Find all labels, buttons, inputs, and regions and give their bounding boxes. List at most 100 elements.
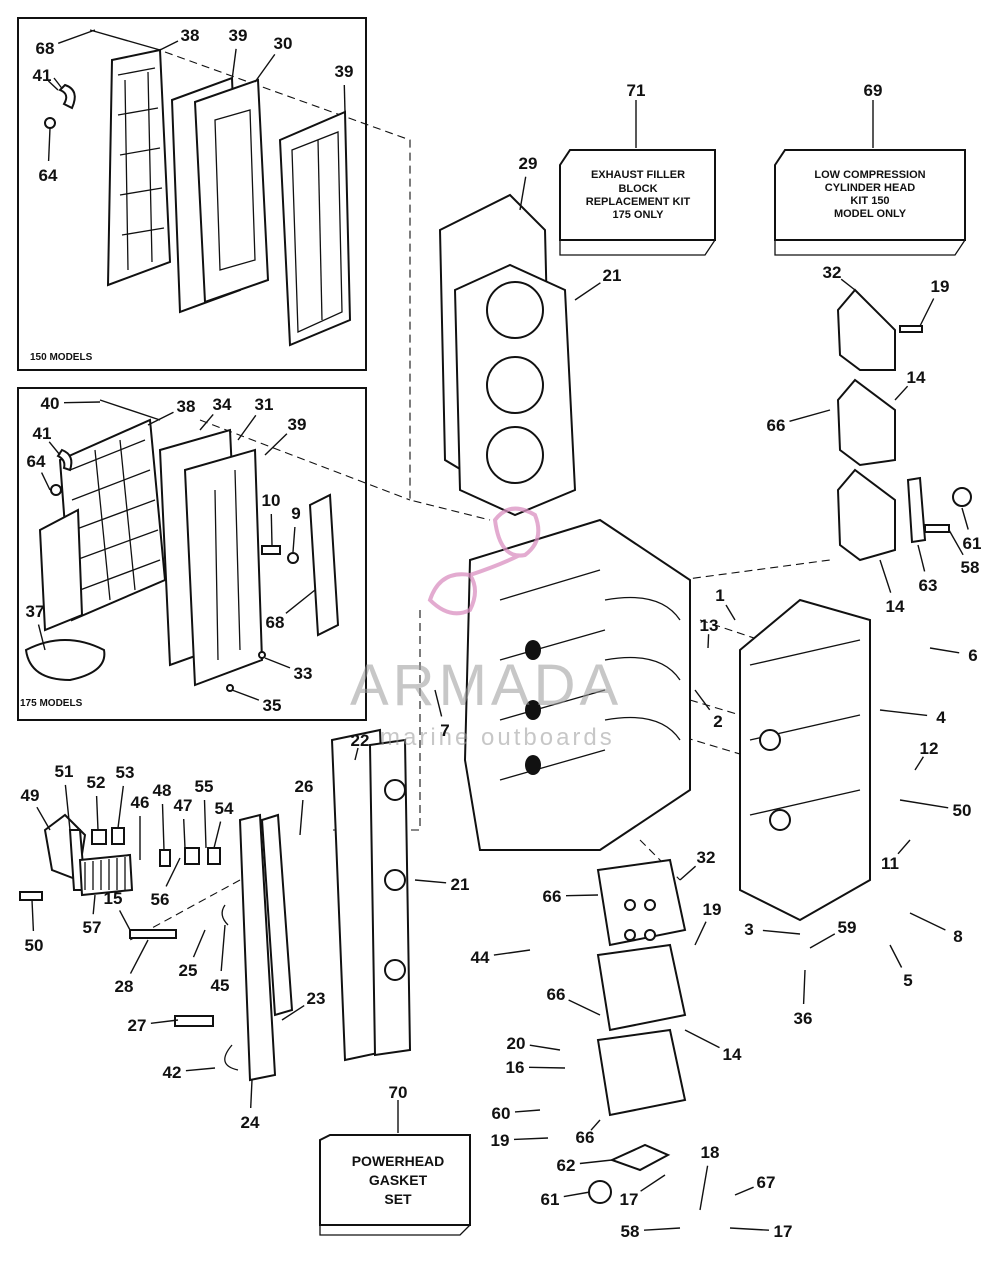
callout-number: 61 [541,1190,560,1209]
callout-number: 5 [903,971,912,990]
callout-number: 45 [211,976,230,995]
callout-number: 10 [262,491,281,510]
callout-leader [802,969,806,1005]
callout-leader [129,939,149,974]
callout-leader [694,689,711,711]
callout-leader [684,1029,720,1049]
callout-number: 51 [55,762,74,781]
callout-leader [92,894,96,915]
callout-number: 22 [351,731,370,750]
callout-number: 29 [519,154,538,173]
watermark-brand: ARMADA [350,653,622,718]
callout-leader [840,278,856,291]
callout-number: 15 [104,889,123,908]
callout-69: 69 [864,81,883,100]
callout-number: 34 [213,395,232,414]
callout-leader [789,409,831,422]
callout-number: 38 [177,397,196,416]
callout-number: 63 [919,576,938,595]
callout-leader [493,949,531,956]
reed-valve-group-bottom [588,858,687,1204]
callout-leader [914,756,924,771]
svg-text:SET: SET [384,1191,412,1207]
svg-text:POWERHEAD: POWERHEAD [352,1153,445,1169]
callout-number: 32 [823,263,842,282]
callout-number: 36 [794,1009,813,1028]
callout-leader [694,921,707,946]
callout-leader [729,1227,770,1231]
callout-number: 12 [920,739,939,758]
callout-leader [679,865,697,881]
callout-leader [565,894,599,897]
callout-number: 19 [931,277,950,296]
callout-number: 56 [151,890,170,909]
callout-number: 41 [33,424,52,443]
callout-number: 50 [953,801,972,820]
callout-leader [63,401,101,404]
svg-text:MODEL ONLY: MODEL ONLY [834,208,907,220]
thermostat-group [19,813,239,1071]
inset-150-label: 150 MODELS [30,352,93,363]
svg-text:GASKET: GASKET [369,1172,428,1188]
svg-text:175 ONLY: 175 ONLY [613,209,665,221]
callout-leader [264,657,291,669]
callout-leader [183,818,186,849]
callout-number: 6 [968,646,977,665]
callout-leader [707,634,710,649]
callout-leader [47,80,59,91]
callout-leader [117,785,124,829]
callout-leader [643,1227,681,1231]
callout-leader [528,1066,566,1069]
callout-leader [57,29,96,44]
callout-leader [579,1159,613,1165]
callout-leader [31,899,35,932]
callout-number: 13 [700,616,719,635]
callout-number: 25 [179,961,198,980]
callout-number: 33 [294,664,313,683]
callout-leader [725,604,736,621]
callout-number: 57 [83,918,102,937]
callout-leader [40,472,51,491]
callout-number: 19 [703,900,722,919]
callout-leader [250,1079,253,1109]
callout-number: 39 [335,62,354,81]
callout-leader [254,53,276,83]
inset-175-parts [24,399,340,692]
callout-number: 66 [543,887,562,906]
callout-leader [95,795,99,831]
callout-number: 60 [492,1104,511,1123]
inset-175-frame [17,387,367,721]
callout-number: 59 [838,918,857,937]
callout-leader [919,298,935,327]
callout-number: 1 [715,586,724,605]
callout-number: 21 [451,875,470,894]
svg-text:BLOCK: BLOCK [618,183,657,195]
callout-number: 9 [291,504,300,523]
callout-leader [165,857,181,887]
callout-number: 21 [603,266,622,285]
callout-number: 64 [27,452,46,471]
crankcase-cover [739,598,871,922]
callout-number: 67 [757,1173,776,1192]
callout-number: 66 [576,1128,595,1147]
callout-number: 17 [620,1190,639,1209]
callout-number: 38 [181,26,200,45]
callout-number: 28 [115,977,134,996]
callout-leader [231,48,237,81]
callout-number: 20 [507,1034,526,1053]
callout-leader [568,999,601,1016]
callout-number: 23 [307,989,326,1008]
callout-number: 68 [36,39,55,58]
inset-150-frame [17,17,367,371]
callout-number: 64 [39,166,58,185]
callout-leader [192,929,206,958]
callout-leader [889,944,903,968]
callout-leader [47,127,51,162]
callout-number: 61 [963,534,982,553]
callout-number: 7 [440,721,449,740]
callout-leader [414,879,447,884]
callout-number: 17 [774,1222,793,1241]
callout-number: 26 [295,777,314,796]
callout-leader [762,929,801,935]
callout-leader [299,799,304,836]
